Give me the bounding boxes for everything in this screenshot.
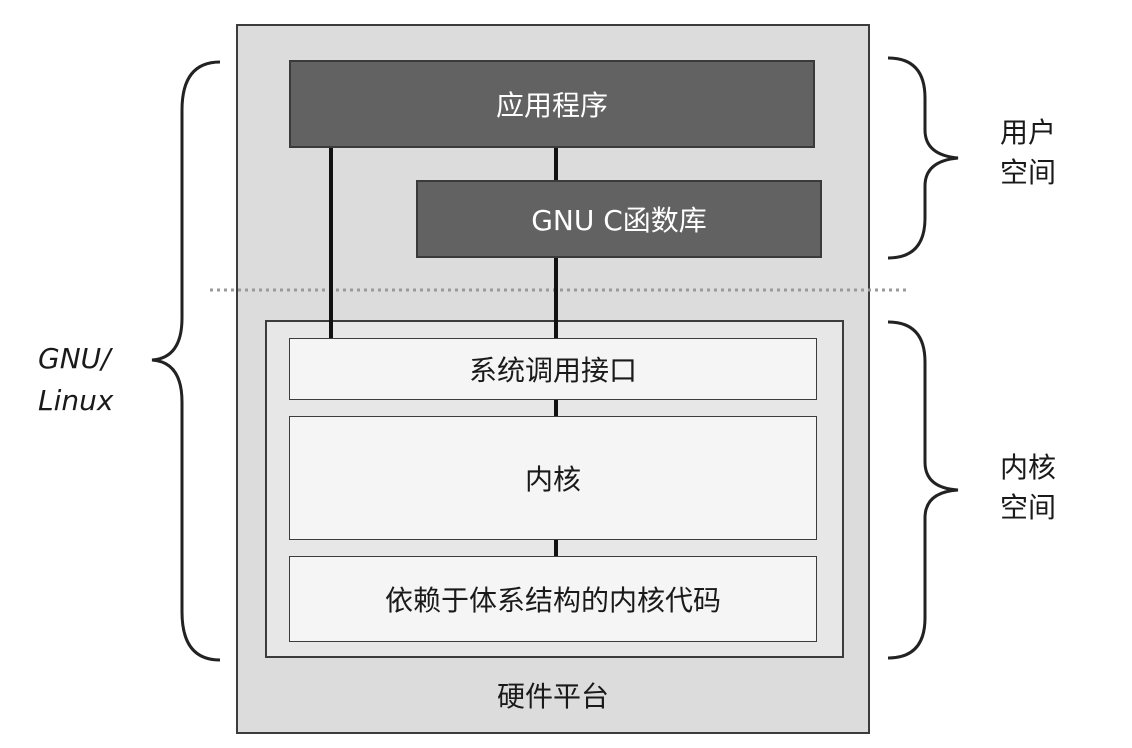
arch-dependent-kernel-code-label: 依赖于体系结构的内核代码 — [384, 584, 721, 617]
user-space-label-line2: 空间 — [1000, 156, 1057, 189]
application-label: 应用程序 — [495, 89, 608, 122]
kernel-label: 内核 — [524, 463, 581, 496]
hardware-platform-label-wrap: 硬件平台 — [236, 660, 870, 730]
kernel-space-label-line2: 空间 — [1000, 491, 1057, 524]
user-space-label-line1: 用户 — [1000, 116, 1057, 149]
kernel-space-label-line1: 内核 — [1000, 451, 1057, 484]
arch-dependent-kernel-code-box: 依赖于体系结构的内核代码 — [289, 556, 817, 642]
kernel-space-label: 内核 空间 — [1000, 448, 1080, 528]
application-box: 应用程序 — [289, 60, 815, 148]
gnu-linux-label-line2: Linux — [38, 384, 114, 417]
syscall-interface-box: 系统调用接口 — [289, 338, 817, 400]
hardware-platform-label: 硬件平台 — [496, 680, 609, 713]
user-space-brace — [887, 56, 959, 260]
gnu-linux-label: GNU/ Linux — [38, 338, 148, 422]
gnu-linux-label-line1: GNU/ — [38, 342, 111, 375]
gnu-linux-brace — [151, 60, 221, 662]
gnu-c-library-box: GNU C函数库 — [416, 180, 822, 258]
user-space-label: 用户 空间 — [1000, 113, 1080, 193]
kernel-box: 内核 — [289, 416, 817, 540]
gnu-c-library-label: GNU C函数库 — [531, 204, 707, 237]
kernel-space-brace — [887, 320, 959, 660]
syscall-interface-label: 系统调用接口 — [468, 354, 637, 387]
